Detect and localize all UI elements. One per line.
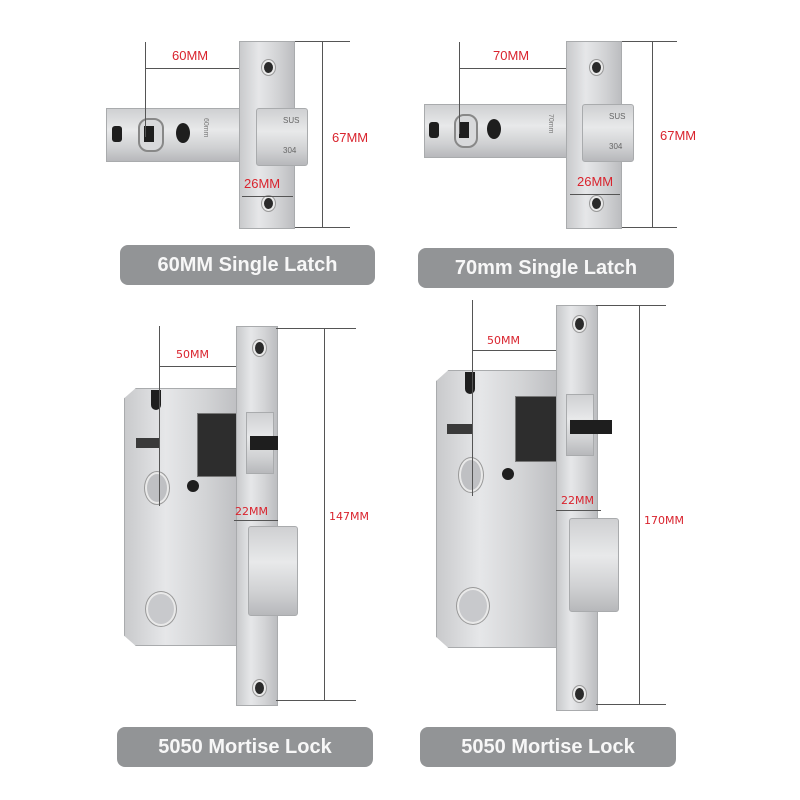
caption-mortise-170: 5050 Mortise Lock — [420, 727, 676, 767]
latch-window — [197, 413, 241, 477]
screw-hole-top — [262, 60, 275, 75]
round-hole — [176, 123, 190, 143]
round-hole — [487, 119, 501, 139]
latch-marking: 60mm — [202, 118, 209, 138]
latch-bolt — [582, 104, 634, 162]
height-label: 67MM — [660, 128, 697, 143]
width-line — [242, 196, 293, 197]
latch-slot — [429, 122, 439, 138]
backset-label: 50MM — [176, 348, 209, 361]
latch-bolt — [569, 518, 619, 612]
height-line-top — [622, 41, 677, 42]
backset-line — [472, 350, 556, 351]
backset-label: 60MM — [172, 48, 209, 63]
height-line-bottom — [276, 700, 356, 701]
lock-faceplate — [556, 305, 598, 711]
screw-hole-top — [573, 316, 586, 332]
deadbolt — [250, 436, 278, 450]
latch-slot — [112, 126, 122, 142]
screw-hole-bottom — [573, 686, 586, 702]
height-line-top — [596, 305, 666, 306]
spindle-square — [144, 126, 154, 142]
cylinder-hole — [146, 592, 176, 626]
deadbolt — [570, 420, 612, 434]
height-label: 147MM — [329, 510, 369, 523]
width-label: 26MM — [577, 174, 614, 189]
backset-line — [459, 68, 566, 69]
bolt-marking-bottom: 304 — [609, 142, 623, 151]
width-label: 26MM — [244, 176, 281, 191]
backset-line-left — [472, 300, 473, 496]
latch-width-label: 22MM — [235, 505, 268, 518]
height-line — [324, 328, 325, 701]
height-label: 170MM — [644, 514, 684, 527]
round-hole — [187, 480, 199, 492]
bolt-marking-top: SUS — [609, 112, 626, 121]
backset-line-left — [145, 42, 146, 137]
bolt-marking-top: SUS — [283, 116, 300, 125]
cylinder-hole — [457, 588, 489, 624]
bolt-marking-bottom: 304 — [283, 146, 297, 155]
latch-window — [515, 396, 559, 462]
caption-latch-70: 70mm Single Latch — [418, 248, 674, 288]
spindle-square — [459, 122, 469, 138]
latch-bolt — [256, 108, 308, 166]
height-line-bottom — [622, 227, 677, 228]
latch-width-line — [234, 520, 278, 521]
screw-hole-bottom — [590, 196, 603, 211]
latch-bolt — [248, 526, 298, 616]
screw-hole-bottom — [253, 680, 266, 696]
latch-width-label: 22MM — [561, 494, 594, 507]
latch-marking: 70mm — [547, 114, 554, 134]
screw-hole-top — [590, 60, 603, 75]
height-line-top — [276, 328, 356, 329]
width-line — [570, 194, 620, 195]
height-line-bottom — [596, 704, 666, 705]
height-line — [652, 41, 653, 228]
caption-mortise-147: 5050 Mortise Lock — [117, 727, 373, 767]
latch-width-line — [556, 510, 601, 511]
backset-line — [159, 366, 236, 367]
case-slot — [151, 390, 161, 410]
spindle-hole — [145, 472, 169, 504]
latch-body — [106, 108, 244, 162]
case-notch — [447, 424, 473, 434]
lock-faceplate — [236, 326, 278, 706]
backset-line-left — [159, 326, 160, 506]
backset-label: 50MM — [487, 334, 520, 347]
height-line — [639, 305, 640, 705]
height-line — [322, 41, 323, 228]
height-label: 67MM — [332, 130, 369, 145]
round-hole — [502, 468, 514, 480]
backset-line-left — [459, 42, 460, 134]
screw-hole-top — [253, 340, 266, 356]
backset-line — [145, 68, 239, 69]
caption-latch-60: 60MM Single Latch — [120, 245, 375, 285]
case-notch — [136, 438, 160, 448]
spindle-hole — [459, 458, 483, 492]
backset-label: 70MM — [493, 48, 530, 63]
case-slot — [465, 372, 475, 394]
screw-hole-bottom — [262, 196, 275, 211]
